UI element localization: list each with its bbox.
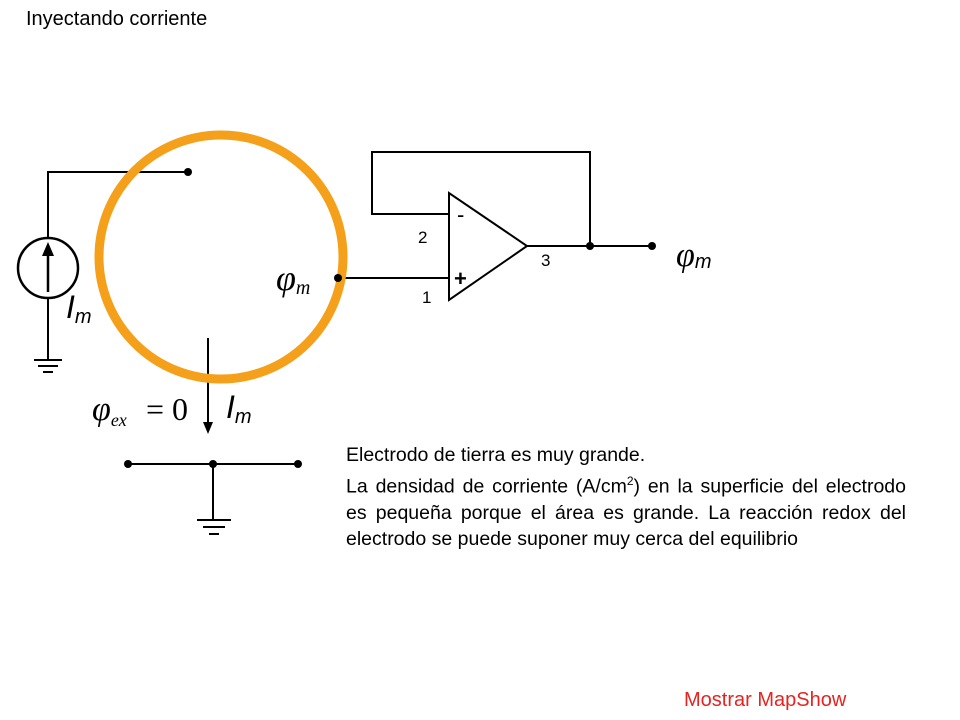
show-mapshow-link[interactable]: Mostrar MapShow — [684, 689, 847, 711]
feedback-wire — [371, 151, 591, 246]
description-text: Electrodo de tierra es muy grande. La de… — [346, 442, 906, 552]
electrode-tip-inner — [184, 168, 192, 176]
op-amp-plus-sign: + — [454, 266, 467, 291]
op-amp — [448, 191, 529, 302]
slide-title: Inyectando corriente — [26, 8, 208, 30]
output-terminal — [648, 242, 656, 250]
phi-ex-value: = 0 — [146, 391, 188, 427]
pin-label-1: 1 — [422, 288, 431, 307]
description-paragraph: La densidad de corriente (A/cm2) en la s… — [346, 474, 906, 550]
ground-bar-center-dot — [209, 460, 217, 468]
pin-label-2: 2 — [418, 228, 427, 247]
ground-bar-left-dot — [124, 460, 132, 468]
up-arrow-icon — [42, 242, 54, 256]
ground-bar-right-dot — [294, 460, 302, 468]
phi-ex-label: φex — [92, 391, 127, 430]
cell-membrane — [94, 130, 348, 384]
electrode-tip-membrane — [334, 274, 342, 282]
feedback-junction — [586, 242, 594, 250]
pin-label-3: 3 — [541, 251, 550, 270]
injected-current-label: Im — [226, 389, 252, 428]
current-source-label: Im — [66, 289, 92, 328]
current-source — [16, 236, 80, 300]
superscript-2: 2 — [626, 474, 634, 488]
wires — [34, 151, 652, 535]
down-arrow-icon — [203, 422, 213, 434]
phi-m-output-label: φm — [676, 237, 711, 274]
phi-m-input-label: φm — [276, 258, 310, 299]
source-top-wire — [47, 171, 188, 238]
junction-dots — [124, 168, 656, 468]
description-line1: Electrodo de tierra es muy grande. — [346, 444, 646, 466]
op-amp-minus-sign: - — [457, 202, 464, 227]
